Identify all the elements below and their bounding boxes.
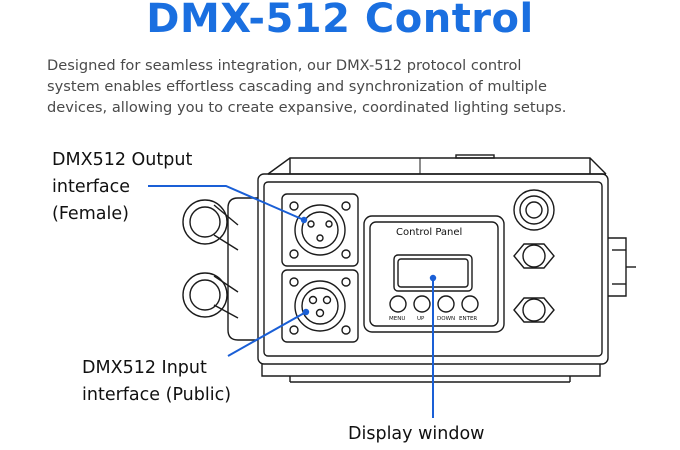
output-label-line: DMX512 Output [52,150,193,170]
output-label-line: interface [52,177,131,197]
description-line: devices, allowing you to create expansiv… [47,99,567,116]
input-label-line: interface (Public) [82,385,232,405]
down-button-label: DOWN [437,316,456,322]
description: Designed for seamless integration, our D… [47,55,647,118]
input-label-line: DMX512 Input [82,358,207,378]
description-line: system enables effortless cascading and … [47,78,547,95]
control-panel-title: Control Panel [396,227,463,238]
display-window-label: Display window [348,424,485,444]
output-interface-label: DMX512 Output interface (Female) [52,147,192,228]
description-line: Designed for seamless integration, our D… [47,57,522,74]
menu-button-label: MENU [389,316,406,322]
page-title: DMX-512 Control [146,0,534,42]
output-label-line: (Female) [52,204,129,224]
input-interface-label: DMX512 Input interface (Public) [82,355,231,409]
enter-button-label: ENTER [459,316,478,322]
up-button-label: UP [417,316,425,322]
